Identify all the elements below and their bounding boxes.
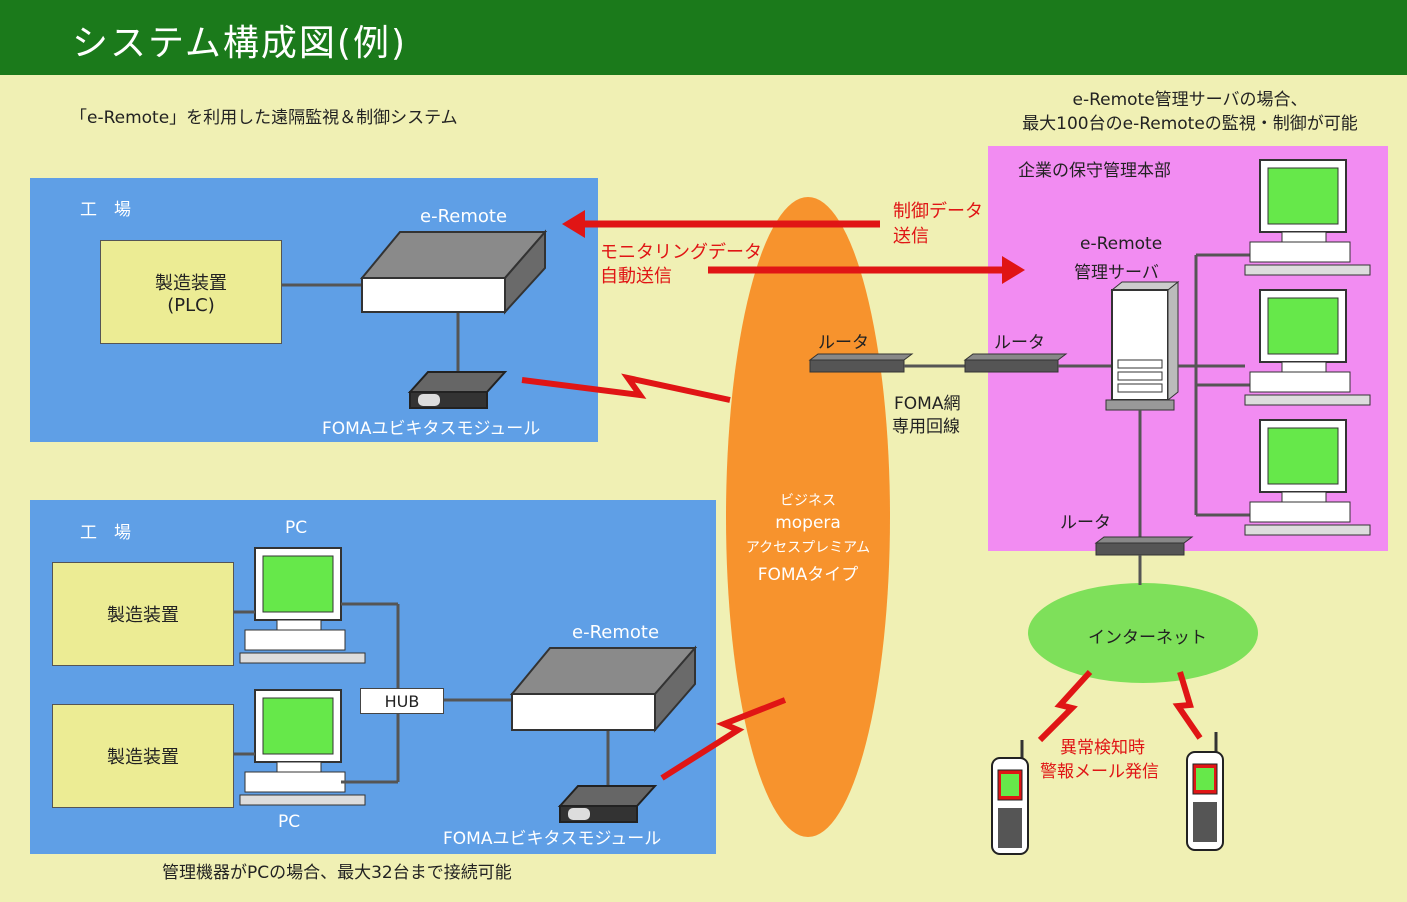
manufacturing-device-2: 製造装置 — [52, 704, 234, 808]
lightning-1 — [521, 373, 731, 403]
manufacturing-device-plc: 製造装置 (PLC) — [100, 240, 282, 344]
factory2-label: 工 場 — [80, 523, 131, 543]
router-bottom — [1094, 536, 1194, 556]
subtitle: 「e-Remote」を利用した遠隔監視＆制御システム — [70, 108, 458, 128]
device2-label: 製造装置 — [107, 747, 179, 768]
alert-label-2: 警報メール発信 — [1040, 762, 1159, 782]
internet-cloud — [1028, 583, 1258, 683]
monitor-arrow-head — [1002, 256, 1025, 284]
control-arrow-head — [562, 210, 585, 238]
foma-module-1 — [407, 371, 508, 409]
page-title: システム構成図(例) — [72, 23, 408, 64]
factory2-eremote-label: e-Remote — [572, 622, 660, 643]
foma-module-2 — [557, 785, 658, 823]
ellipse-line1: ビジネス — [780, 493, 836, 509]
alert-label-1: 異常検知時 — [1060, 738, 1145, 758]
hq-pc-3 — [1244, 419, 1371, 536]
ellipse-line3: アクセスプレミアム — [745, 540, 871, 556]
monitoring-data-label-2: 自動送信 — [600, 266, 672, 287]
mobile-phone-right — [1186, 732, 1224, 851]
server-label-1: e-Remote — [1080, 234, 1163, 254]
eremote-device-1 — [359, 229, 548, 315]
factory2-foma-label: FOMAユビキタスモジュール — [443, 829, 662, 849]
hub-label: HUB — [384, 691, 420, 711]
factory1-label: 工 場 — [80, 200, 131, 220]
plc-device-label: 製造装置 — [155, 272, 227, 294]
factory1-foma-label: FOMAユビキタスモジュール — [322, 419, 541, 439]
server-label-2: 管理サーバ — [1074, 263, 1159, 283]
factory2-pc-top-label: PC — [285, 518, 308, 538]
factory1-eremote-label: e-Remote — [420, 206, 508, 227]
device1-label: 製造装置 — [107, 605, 179, 626]
plc-device-sublabel: (PLC) — [167, 294, 215, 316]
lightning-3 — [1037, 669, 1093, 743]
hq-label: 企業の保守管理本部 — [1018, 161, 1171, 181]
lightning-4 — [1172, 671, 1203, 740]
factory2-pc-bottom-label: PC — [278, 812, 301, 832]
hq-pc-1 — [1244, 159, 1371, 276]
ellipse-line4: FOMAタイプ — [757, 565, 859, 585]
eremote-device-2 — [509, 645, 698, 733]
foma-network-label-1: FOMA網 — [894, 394, 961, 414]
bottom-note: 管理機器がPCの場合、最大32台まで接続可能 — [162, 863, 512, 883]
manufacturing-device-1: 製造装置 — [52, 562, 234, 666]
top-note-line1: e-Remote管理サーバの場合、 — [1072, 90, 1308, 110]
router-right-label: ルータ — [994, 333, 1045, 353]
router-right — [963, 353, 1068, 373]
server-tower — [1105, 280, 1180, 411]
lightning-2 — [660, 697, 787, 781]
factory2-pc-2 — [239, 689, 366, 806]
mobile-phone-left — [991, 740, 1029, 855]
title-bar — [0, 0, 1407, 75]
hub: HUB — [360, 688, 444, 714]
ellipse-line2: mopera — [775, 513, 841, 533]
monitoring-data-label-1: モニタリングデータ — [600, 242, 762, 263]
hq-pc-2 — [1244, 289, 1371, 406]
control-data-label-1: 制御データ — [893, 201, 983, 222]
router-left-label: ルータ — [818, 333, 869, 353]
router-left — [808, 353, 914, 373]
router-bottom-label: ルータ — [1060, 513, 1111, 533]
control-data-label-2: 送信 — [893, 226, 929, 247]
foma-network-label-2: 専用回線 — [892, 417, 960, 437]
factory2-pc-1 — [239, 547, 366, 664]
top-note-line2: 最大100台のe-Remoteの監視・制御が可能 — [1022, 114, 1358, 134]
internet-label: インターネット — [1088, 628, 1207, 648]
